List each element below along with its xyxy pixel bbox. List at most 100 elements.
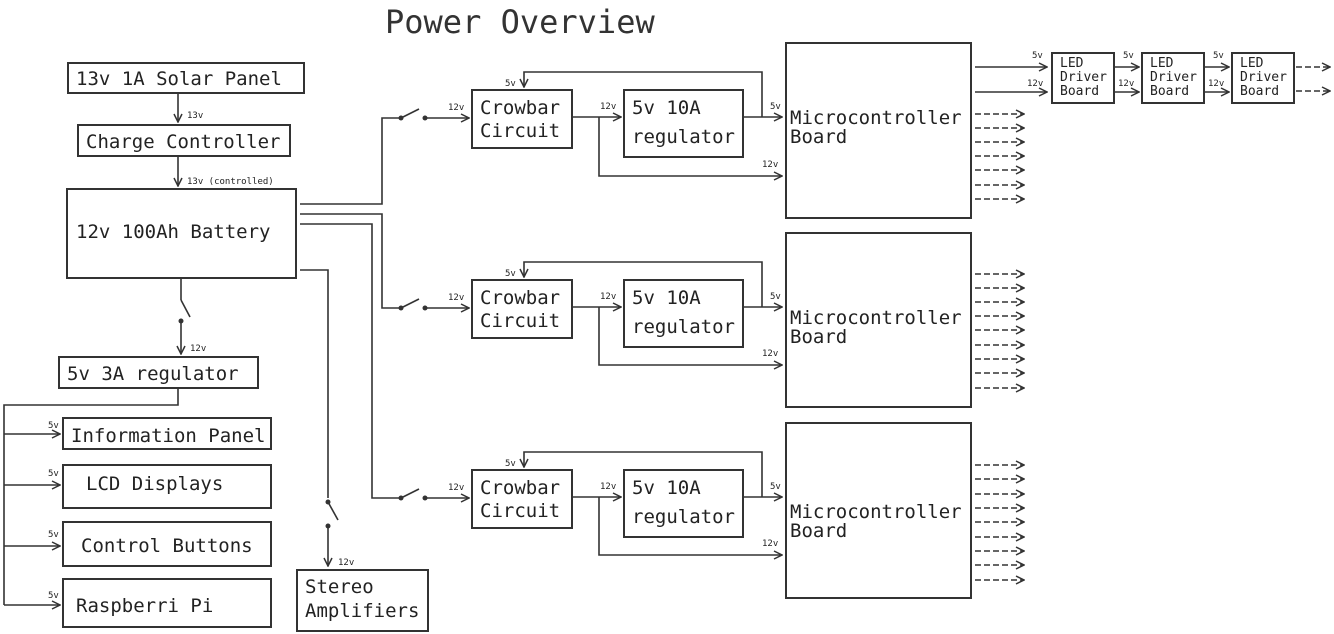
led23-label-12v: 12v xyxy=(1208,79,1224,89)
regulator-5v-3a-label: 5v 3A regulator xyxy=(67,363,239,385)
branch2-label-12v-reg: 12v xyxy=(600,292,616,302)
branch2-crowbar-box xyxy=(471,279,573,339)
branch2-12v-to-micro-wire xyxy=(598,307,782,365)
solar-panel-label: 13v 1A Solar Panel xyxy=(76,68,282,90)
branch2-label-5v-feedback: 5v xyxy=(505,269,516,279)
branch2-crowbar-label-1: Crowbar xyxy=(480,287,560,309)
branch2-microcontroller-box xyxy=(785,232,972,408)
battery-switch-blade xyxy=(180,299,191,318)
branch1-label-12v-led: 12v xyxy=(1027,79,1043,89)
label-12v-reg: 12v xyxy=(190,344,206,354)
branch2-label-5v-micro: 5v xyxy=(770,292,781,302)
branch1-5v-feedback-wire xyxy=(524,71,763,117)
lcd-displays-label: LCD Displays xyxy=(86,473,223,495)
information-panel-label: Information Panel xyxy=(71,425,265,447)
stereo-label-1: Stereo xyxy=(305,576,374,598)
raspberry-pi-box xyxy=(62,578,272,628)
branch2-regulator-label-1: 5v 10A xyxy=(632,287,701,309)
led2-label-1: LED xyxy=(1150,56,1174,71)
led23-label-5v: 5v xyxy=(1213,51,1224,61)
branch1-label-12v-micro: 12v xyxy=(762,160,778,170)
branch3-microcontroller-label-2: Board xyxy=(790,520,847,542)
branch1-regulator-box xyxy=(623,89,744,158)
control-buttons-label: Control Buttons xyxy=(81,535,253,557)
label-5v-lcd: 5v xyxy=(48,469,59,479)
battery-box xyxy=(66,188,297,279)
branch-1: 12v Crowbar Circuit 12v 12v 5v 10A regul… xyxy=(398,42,1048,219)
led-driver-board-2 xyxy=(1141,52,1205,104)
branch1-crowbar-label-1: Crowbar xyxy=(480,97,560,119)
led-driver-board-3 xyxy=(1231,52,1295,104)
branch1-regulator-label-1: 5v 10A xyxy=(632,97,701,119)
stereo-switch-blade xyxy=(327,501,339,521)
label-13v: 13v xyxy=(187,111,203,121)
branch3-regulator-box xyxy=(623,469,744,538)
feed-wire-1 xyxy=(300,117,401,205)
feed-wire-3 xyxy=(300,223,401,499)
branch1-label-12v-reg: 12v xyxy=(600,102,616,112)
branch2-regulator-label-2: regulator xyxy=(632,316,735,338)
branch1-regulator-label-2: regulator xyxy=(632,126,735,148)
branch-3: 12v Crowbar Circuit 12v 12v 5v 10A regul… xyxy=(398,422,1025,599)
branch2-output-arrows xyxy=(975,274,1024,388)
branch2-regulator-box xyxy=(623,279,744,348)
led3-label-3: Board xyxy=(1240,84,1279,99)
branch3-label-5v-feedback: 5v xyxy=(505,459,516,469)
raspberry-pi-label: Raspberri Pi xyxy=(76,595,213,617)
information-panel-box xyxy=(62,417,272,450)
branch1-microcontroller-box xyxy=(785,42,972,219)
led-chain-continue-arrows xyxy=(1296,67,1330,91)
charge-controller-box xyxy=(77,124,291,157)
branch3-microcontroller-label-1: Microcontroller xyxy=(790,501,962,523)
branch3-crowbar-label-1: Crowbar xyxy=(480,477,560,499)
solar-panel-box xyxy=(67,62,305,94)
led1-label-3: Board xyxy=(1060,84,1099,99)
branch1-label-5v-micro: 5v xyxy=(770,102,781,112)
branch2-label-12v-micro: 12v xyxy=(762,349,778,359)
branch1-crowbar-box xyxy=(471,89,573,149)
label-5v-buttons: 5v xyxy=(48,530,59,540)
branch1-output-arrows xyxy=(975,114,1024,199)
branch3-12v-to-micro-wire xyxy=(598,497,782,555)
feed-wire-2 xyxy=(300,213,401,309)
branch3-label-5v-micro: 5v xyxy=(770,482,781,492)
lcd-displays-box xyxy=(62,464,272,509)
branch3-label-12v-reg: 12v xyxy=(600,482,616,492)
led2-label-3: Board xyxy=(1150,84,1189,99)
branch3-microcontroller-box xyxy=(785,422,972,599)
control-buttons-box xyxy=(62,521,272,567)
branch3-5v-feedback-wire xyxy=(524,451,763,497)
branch2-switch-blade xyxy=(400,298,420,309)
branch2-5v-feedback-wire xyxy=(524,261,763,307)
branch3-crowbar-label-2: Circuit xyxy=(480,500,560,522)
battery-label: 12v 100Ah Battery xyxy=(76,221,270,243)
diagram-title: Power Overview xyxy=(385,3,655,41)
branch1-label-12v-in: 12v xyxy=(448,103,464,113)
branch2-crowbar-label-2: Circuit xyxy=(480,310,560,332)
branch1-12v-to-micro-wire xyxy=(598,117,782,176)
led12-label-12v: 12v xyxy=(1118,79,1134,89)
led-driver-board-1 xyxy=(1051,52,1115,104)
branch3-regulator-label-2: regulator xyxy=(632,506,735,528)
branch1-crowbar-label-2: Circuit xyxy=(480,120,560,142)
led3-label-1: LED xyxy=(1240,56,1264,71)
branch3-regulator-label-1: 5v 10A xyxy=(632,477,701,499)
stereo-amplifiers-box xyxy=(296,569,429,632)
led2-label-2: Driver xyxy=(1150,70,1197,85)
stereo-label-2: Amplifiers xyxy=(305,600,419,622)
charge-controller-label: Charge Controller xyxy=(86,131,280,153)
battery-to-stereo-wire xyxy=(300,269,329,498)
branch3-label-12v-in: 12v xyxy=(448,483,464,493)
branch2-label-12v-in: 12v xyxy=(448,293,464,303)
bus-5v-wire xyxy=(3,389,179,605)
label-5v-info: 5v xyxy=(48,421,59,431)
branch1-switch-blade xyxy=(400,108,420,119)
branch3-output-arrows xyxy=(975,465,1024,580)
branch3-crowbar-box xyxy=(471,469,573,529)
led1-label-2: Driver xyxy=(1060,70,1107,85)
branch1-label-5v-led: 5v xyxy=(1032,51,1043,61)
branch1-microcontroller-label-1: Microcontroller xyxy=(790,107,962,129)
led3-label-2: Driver xyxy=(1240,70,1287,85)
